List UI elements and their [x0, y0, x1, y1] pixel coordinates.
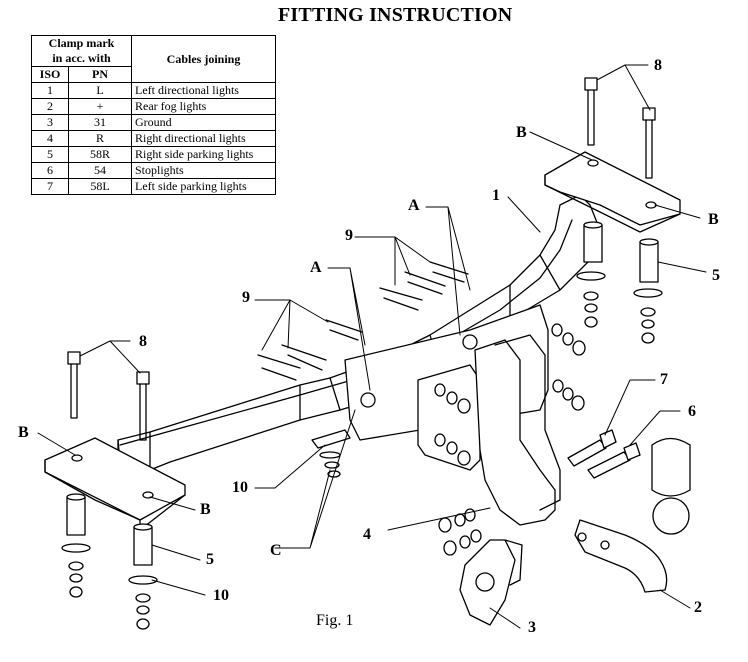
table-header-row: Clamp mark in acc. with Cables joining: [31, 35, 276, 83]
header-pn: PN: [68, 66, 132, 83]
cables-joining-table: Clamp mark in acc. with Cables joining I…: [31, 35, 276, 195]
cell-iso: 7: [31, 178, 69, 195]
label-b-bottom: B: [200, 501, 211, 518]
cell-desc: Left side parking lights: [131, 178, 276, 195]
label-6: 6: [688, 403, 696, 420]
washers-nuts: [434, 323, 586, 556]
spacer-tubes-right: [576, 221, 663, 344]
figure-caption: Fig. 1: [316, 612, 354, 629]
label-a-lower: A: [310, 259, 322, 276]
label-3: 3: [528, 619, 536, 636]
label-8-right: 8: [654, 57, 662, 74]
bolts-8-left: [67, 351, 150, 441]
header-clamp-mark: Clamp mark in acc. with: [31, 35, 132, 67]
bolts-8-right: [584, 77, 656, 179]
label-5-right: 5: [712, 267, 720, 284]
cell-desc: Rear fog lights: [131, 98, 276, 115]
label-10-upper: 10: [232, 479, 248, 496]
label-10-lower: 10: [213, 587, 229, 604]
header-clamp-line1: Clamp mark: [48, 36, 115, 50]
label-8-left: 8: [139, 333, 147, 350]
label-9-lower: 9: [242, 289, 250, 306]
table-subheader-row: ISO PN: [31, 66, 276, 83]
label-b-top: B: [516, 124, 527, 141]
label-b-right: B: [708, 211, 719, 228]
label-4: 4: [363, 526, 371, 543]
label-7: 7: [660, 371, 668, 388]
leader-lines: [37, 64, 707, 629]
label-a-upper: A: [408, 197, 420, 214]
spacer-tubes-left: [61, 493, 158, 630]
label-2: 2: [694, 599, 702, 616]
page-title: FITTING INSTRUCTION: [278, 4, 513, 26]
socket-plate: [459, 539, 523, 626]
clamp-10: [311, 429, 351, 478]
label-c: C: [270, 542, 282, 559]
bolts-9: [257, 261, 469, 381]
header-clamp-line2: in acc. with: [52, 51, 111, 65]
towball-hook: [574, 437, 691, 593]
label-1: 1: [492, 187, 500, 204]
table-row: 2+Rear fog lights: [31, 98, 276, 115]
label-b-left: B: [18, 424, 29, 441]
cell-desc: Right directional lights: [131, 130, 276, 147]
cell-pn: 58R: [68, 146, 132, 163]
left-mounting-plate: [44, 437, 186, 531]
central-bracket: [344, 304, 561, 526]
cell-desc: Right side parking lights: [131, 146, 276, 163]
label-5-left: 5: [206, 551, 214, 568]
label-9-upper: 9: [345, 227, 353, 244]
bolts-6-7: [567, 429, 641, 479]
